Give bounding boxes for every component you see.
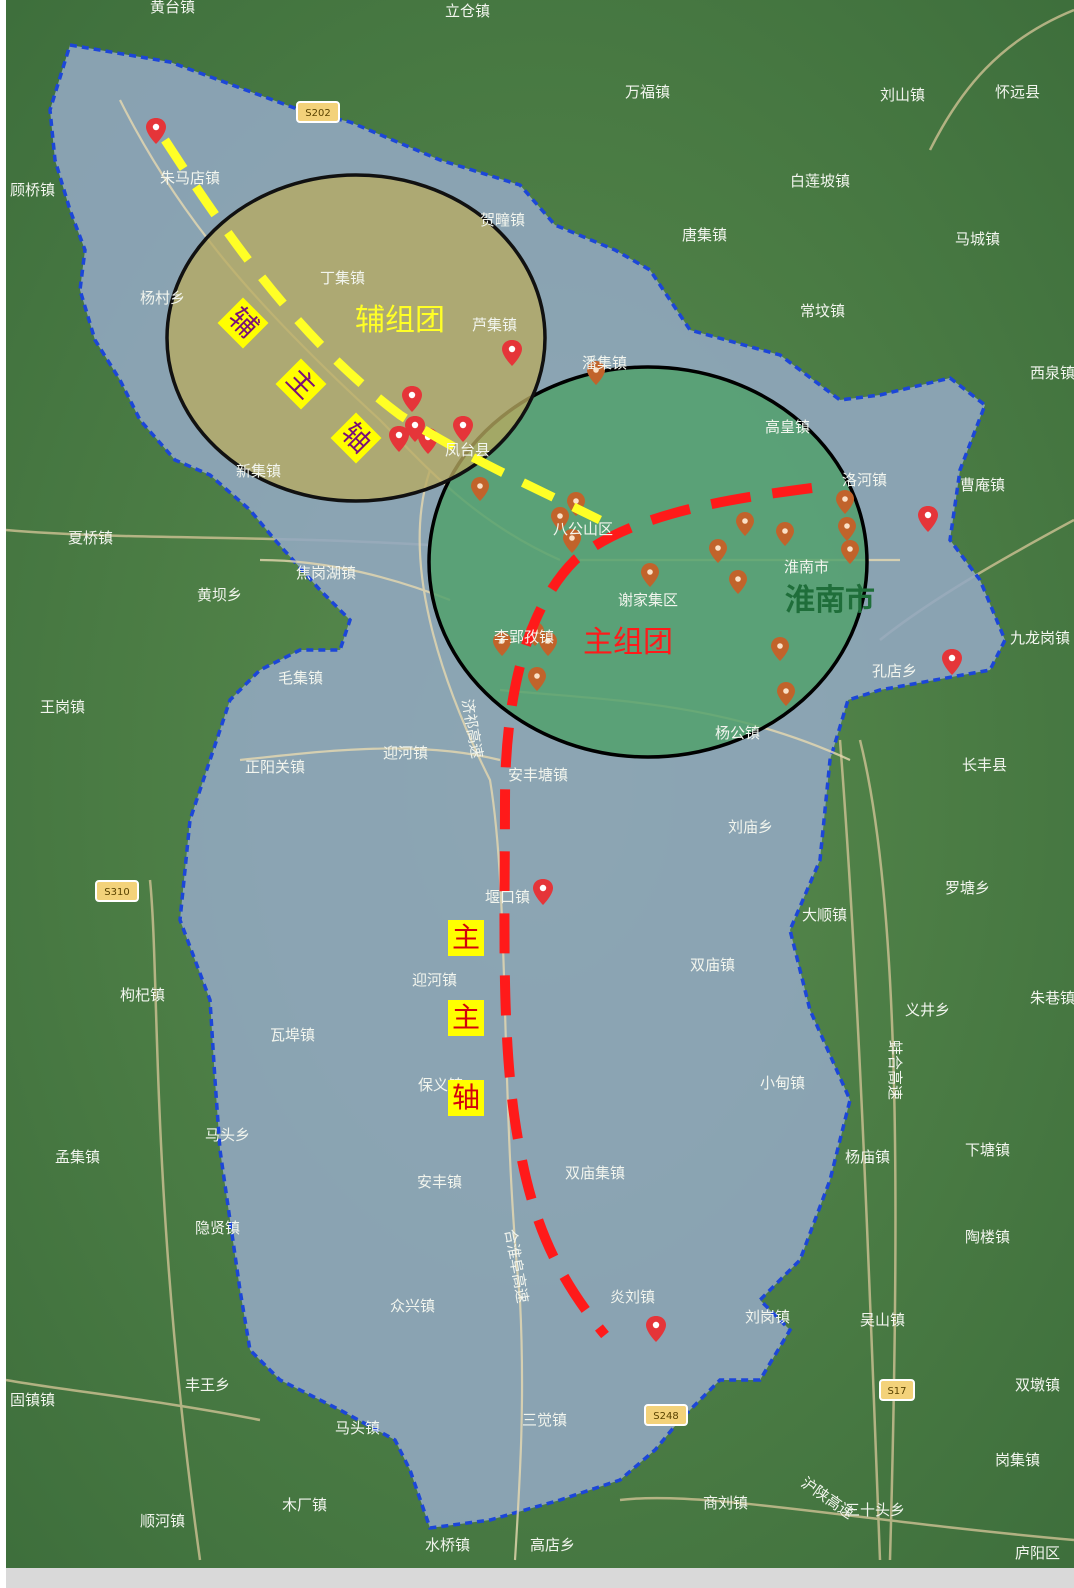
svg-text:刘山镇: 刘山镇 [880, 86, 925, 104]
svg-text:安丰镇: 安丰镇 [417, 1173, 462, 1191]
svg-text:常坟镇: 常坟镇 [800, 302, 845, 320]
svg-text:朱马店镇: 朱马店镇 [160, 169, 220, 187]
svg-text:蚌合高速: 蚌合高速 [886, 1040, 904, 1100]
svg-text:李郢孜镇: 李郢孜镇 [494, 628, 554, 646]
svg-text:马头镇: 马头镇 [335, 1419, 380, 1437]
city-name: 淮南市 [785, 583, 875, 618]
svg-text:朱巷镇: 朱巷镇 [1030, 989, 1074, 1007]
main-axis-char: 主 [448, 1000, 484, 1036]
svg-text:丁集镇: 丁集镇 [320, 269, 365, 287]
svg-text:S310: S310 [104, 887, 129, 898]
svg-text:焦岗湖镇: 焦岗湖镇 [296, 564, 356, 582]
svg-text:孔店乡: 孔店乡 [872, 662, 917, 680]
svg-text:水桥镇: 水桥镇 [425, 1536, 470, 1554]
main-axis-line [499, 483, 813, 1339]
svg-text:黄台镇: 黄台镇 [150, 0, 195, 16]
svg-text:三觉镇: 三觉镇 [522, 1411, 567, 1429]
svg-text:双庙集镇: 双庙集镇 [565, 1164, 625, 1182]
svg-text:淮南市: 淮南市 [784, 558, 829, 576]
svg-text:正阳关镇: 正阳关镇 [245, 758, 305, 776]
svg-text:谢家集区: 谢家集区 [618, 591, 678, 609]
svg-text:固镇镇: 固镇镇 [10, 1391, 55, 1409]
svg-text:迎河镇: 迎河镇 [383, 744, 428, 762]
svg-text:枸杞镇: 枸杞镇 [120, 986, 165, 1004]
svg-text:迎河镇: 迎河镇 [412, 971, 457, 989]
aux-axis-line [161, 137, 603, 525]
svg-text:木厂镇: 木厂镇 [282, 1496, 327, 1514]
svg-text:马城镇: 马城镇 [955, 230, 1000, 248]
svg-text:王岗镇: 王岗镇 [40, 698, 85, 716]
svg-text:堰口镇: 堰口镇 [485, 888, 530, 906]
svg-text:商刘镇: 商刘镇 [703, 1494, 748, 1512]
svg-text:S248: S248 [653, 1411, 678, 1422]
svg-text:S202: S202 [305, 108, 330, 119]
svg-text:吴山镇: 吴山镇 [860, 1311, 905, 1329]
svg-text:陶楼镇: 陶楼镇 [965, 1228, 1010, 1246]
svg-text:大顺镇: 大顺镇 [802, 906, 847, 924]
main-cluster-label: 主组团 [583, 625, 673, 660]
svg-text:S17: S17 [887, 1386, 906, 1397]
svg-text:众兴镇: 众兴镇 [390, 1297, 435, 1315]
svg-text:杨庙镇: 杨庙镇 [845, 1148, 890, 1166]
svg-text:黄坝乡: 黄坝乡 [197, 586, 242, 604]
svg-text:毛集镇: 毛集镇 [278, 669, 323, 687]
svg-text:岗集镇: 岗集镇 [995, 1451, 1040, 1469]
svg-text:芦集镇: 芦集镇 [472, 316, 517, 334]
svg-text:顺河镇: 顺河镇 [140, 1512, 185, 1530]
svg-text:罗塘乡: 罗塘乡 [945, 879, 990, 897]
place-labels: 黄台镇 立仓镇 万福镇 刘山镇 怀远县 朱马店镇 白莲坡镇 顾桥镇 贺疃镇 唐集… [10, 0, 1074, 1562]
svg-text:瓦埠镇: 瓦埠镇 [270, 1026, 315, 1044]
svg-text:贺疃镇: 贺疃镇 [480, 211, 525, 229]
svg-text:义井乡: 义井乡 [905, 1001, 950, 1019]
svg-text:顾桥镇: 顾桥镇 [10, 181, 55, 199]
svg-text:刘岗镇: 刘岗镇 [745, 1308, 790, 1326]
svg-text:八公山区: 八公山区 [553, 520, 613, 538]
svg-text:双庙镇: 双庙镇 [690, 956, 735, 974]
left-strip [0, 0, 6, 1588]
svg-text:隐贤镇: 隐贤镇 [195, 1219, 240, 1237]
svg-text:安丰塘镇: 安丰塘镇 [508, 766, 568, 784]
road-shields: S202 S310 S17 S248 [95, 101, 915, 1426]
svg-text:杨村乡: 杨村乡 [140, 289, 185, 307]
svg-text:洛河镇: 洛河镇 [842, 471, 887, 489]
svg-text:立仓镇: 立仓镇 [445, 2, 490, 20]
svg-text:潘集镇: 潘集镇 [582, 354, 627, 372]
svg-text:高皇镇: 高皇镇 [765, 418, 810, 436]
svg-text:白莲坡镇: 白莲坡镇 [790, 172, 850, 190]
svg-text:唐集镇: 唐集镇 [682, 226, 727, 244]
svg-text:炎刘镇: 炎刘镇 [610, 1288, 655, 1306]
svg-text:长丰县: 长丰县 [962, 756, 1007, 774]
svg-text:刘庙乡: 刘庙乡 [728, 818, 773, 836]
main-axis-char: 轴 [448, 1080, 484, 1116]
svg-text:三十头乡: 三十头乡 [845, 1501, 905, 1519]
svg-text:西泉镇: 西泉镇 [1030, 364, 1074, 382]
svg-text:万福镇: 万福镇 [625, 83, 670, 101]
svg-text:孟集镇: 孟集镇 [55, 1148, 100, 1166]
svg-text:马头乡: 马头乡 [205, 1126, 250, 1144]
aux-cluster-ellipse [165, 173, 547, 503]
svg-text:庐阳区: 庐阳区 [1015, 1544, 1060, 1562]
svg-text:九龙岗镇: 九龙岗镇 [1010, 629, 1070, 647]
aux-cluster-label: 辅组团 [355, 303, 445, 338]
svg-text:丰王乡: 丰王乡 [185, 1376, 230, 1394]
svg-text:怀远县: 怀远县 [995, 83, 1040, 101]
bottom-strip [0, 1568, 1074, 1588]
svg-text:下塘镇: 下塘镇 [965, 1141, 1010, 1159]
main-cluster-ellipse [427, 365, 869, 759]
svg-text:杨公镇: 杨公镇 [715, 724, 760, 742]
svg-text:凤台县: 凤台县 [445, 441, 490, 459]
svg-text:小甸镇: 小甸镇 [760, 1074, 805, 1092]
svg-text:新集镇: 新集镇 [236, 462, 281, 480]
svg-text:双墩镇: 双墩镇 [1015, 1376, 1060, 1394]
svg-text:夏桥镇: 夏桥镇 [68, 529, 113, 547]
svg-text:曹庵镇: 曹庵镇 [960, 476, 1005, 494]
svg-text:高店乡: 高店乡 [530, 1536, 575, 1554]
main-axis-char: 主 [448, 920, 484, 956]
